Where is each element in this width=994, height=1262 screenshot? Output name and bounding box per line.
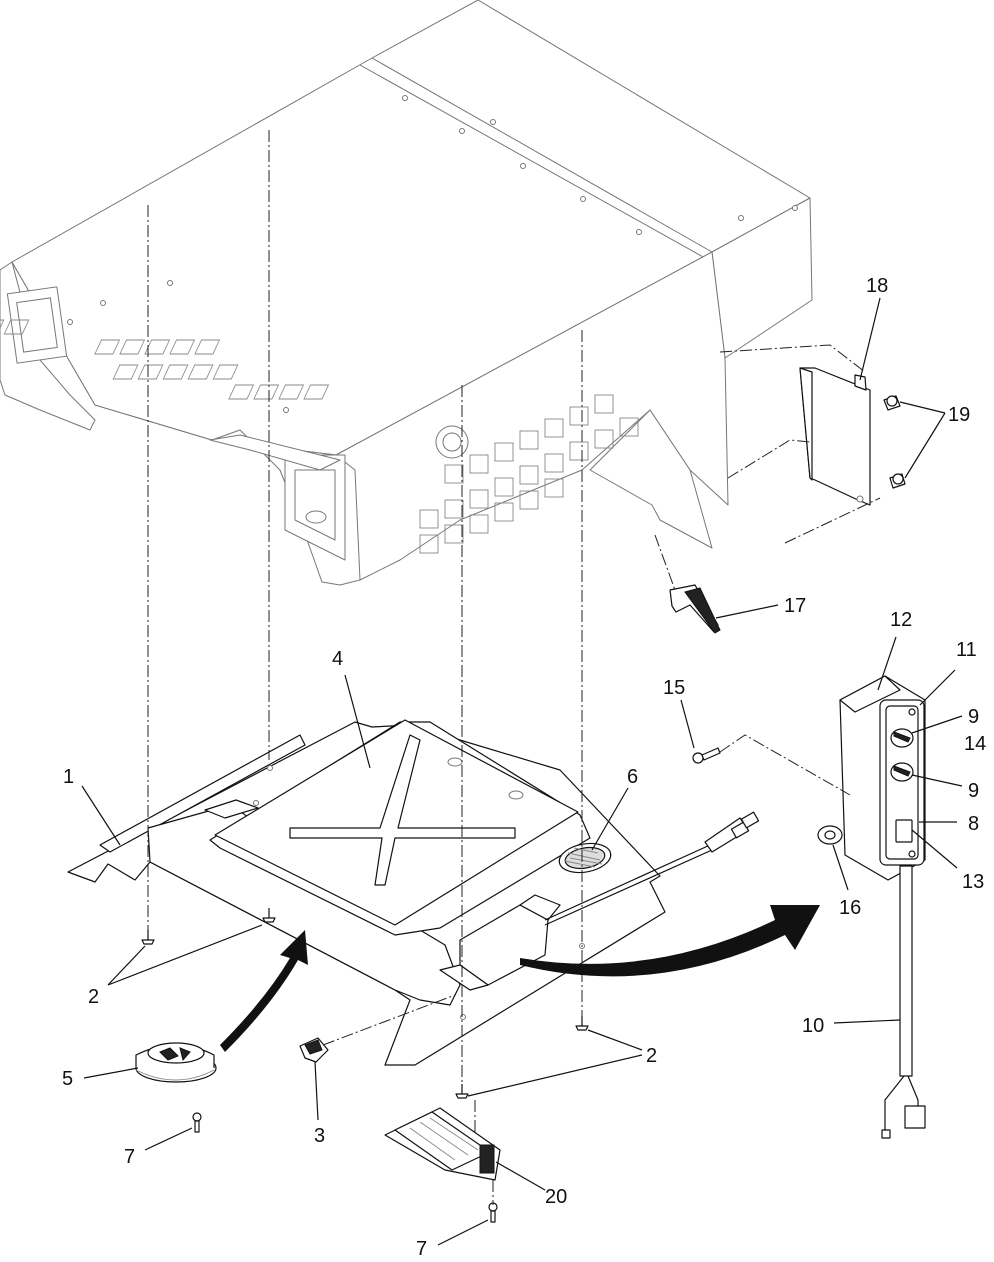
- leader-lines: [81, 297, 963, 1246]
- retaining-clip: [299, 1037, 329, 1063]
- callout-13: 13: [962, 871, 984, 893]
- panel-cable: [881, 865, 926, 1139]
- cab-cover-assembly: [0, 0, 813, 586]
- rocker-switch: [895, 819, 913, 843]
- callout-7b: 7: [416, 1238, 427, 1260]
- callout-3: 3: [314, 1125, 325, 1147]
- callout-12: 12: [890, 609, 912, 631]
- rubber-clip: [669, 584, 721, 634]
- callout-18: 18: [866, 275, 888, 297]
- callout-6: 6: [627, 766, 638, 788]
- heater-core-plate: [209, 719, 591, 936]
- screw-7-left: [192, 1112, 202, 1133]
- callout-7a: 7: [124, 1146, 135, 1168]
- screw-15: [692, 747, 721, 764]
- push-rivets: [141, 908, 589, 1099]
- direction-arrow-fan: [220, 930, 308, 1052]
- screw-7-bottom: [488, 1202, 498, 1223]
- fan-filter: [558, 842, 612, 874]
- front-vent-grid: [419, 394, 639, 554]
- screw-19-lower: [889, 473, 906, 489]
- callout-2a: 2: [88, 986, 99, 1008]
- grommet-16: [817, 825, 843, 845]
- callout-19: 19: [948, 404, 970, 426]
- callout-8: 8: [968, 813, 979, 835]
- control-knob-lower: [890, 762, 914, 782]
- callout-10: 10: [802, 1015, 824, 1037]
- screw-19-upper: [883, 395, 901, 411]
- control-knob-upper: [890, 728, 914, 748]
- callout-4: 4: [332, 648, 343, 670]
- blower-fan: [135, 1042, 217, 1083]
- callout-9a: 9: [968, 706, 979, 728]
- alignment-lines: [147, 130, 881, 1205]
- roof-rivets: [67, 95, 798, 413]
- callout-15: 15: [663, 677, 685, 699]
- callout-20: 20: [545, 1186, 567, 1208]
- callout-11: 11: [956, 639, 977, 661]
- callout-2b: 2: [646, 1045, 657, 1067]
- direction-arrow-panel: [520, 905, 820, 977]
- callout-labels: 1 2 2 3 4 5 6 7 7 8 9 9 10 11 12 13 14 1…: [62, 275, 986, 1260]
- callout-17: 17: [784, 595, 806, 617]
- callout-1: 1: [63, 766, 74, 788]
- callout-5: 5: [62, 1068, 73, 1090]
- wire-harness: [544, 811, 760, 926]
- callout-9b: 9: [968, 780, 979, 802]
- callout-16: 16: [839, 897, 861, 919]
- roof-vent-grid: [0, 319, 330, 400]
- duct-grille: [384, 1107, 501, 1181]
- rear-cover-plate: [799, 367, 871, 506]
- callout-14: 14: [964, 733, 986, 755]
